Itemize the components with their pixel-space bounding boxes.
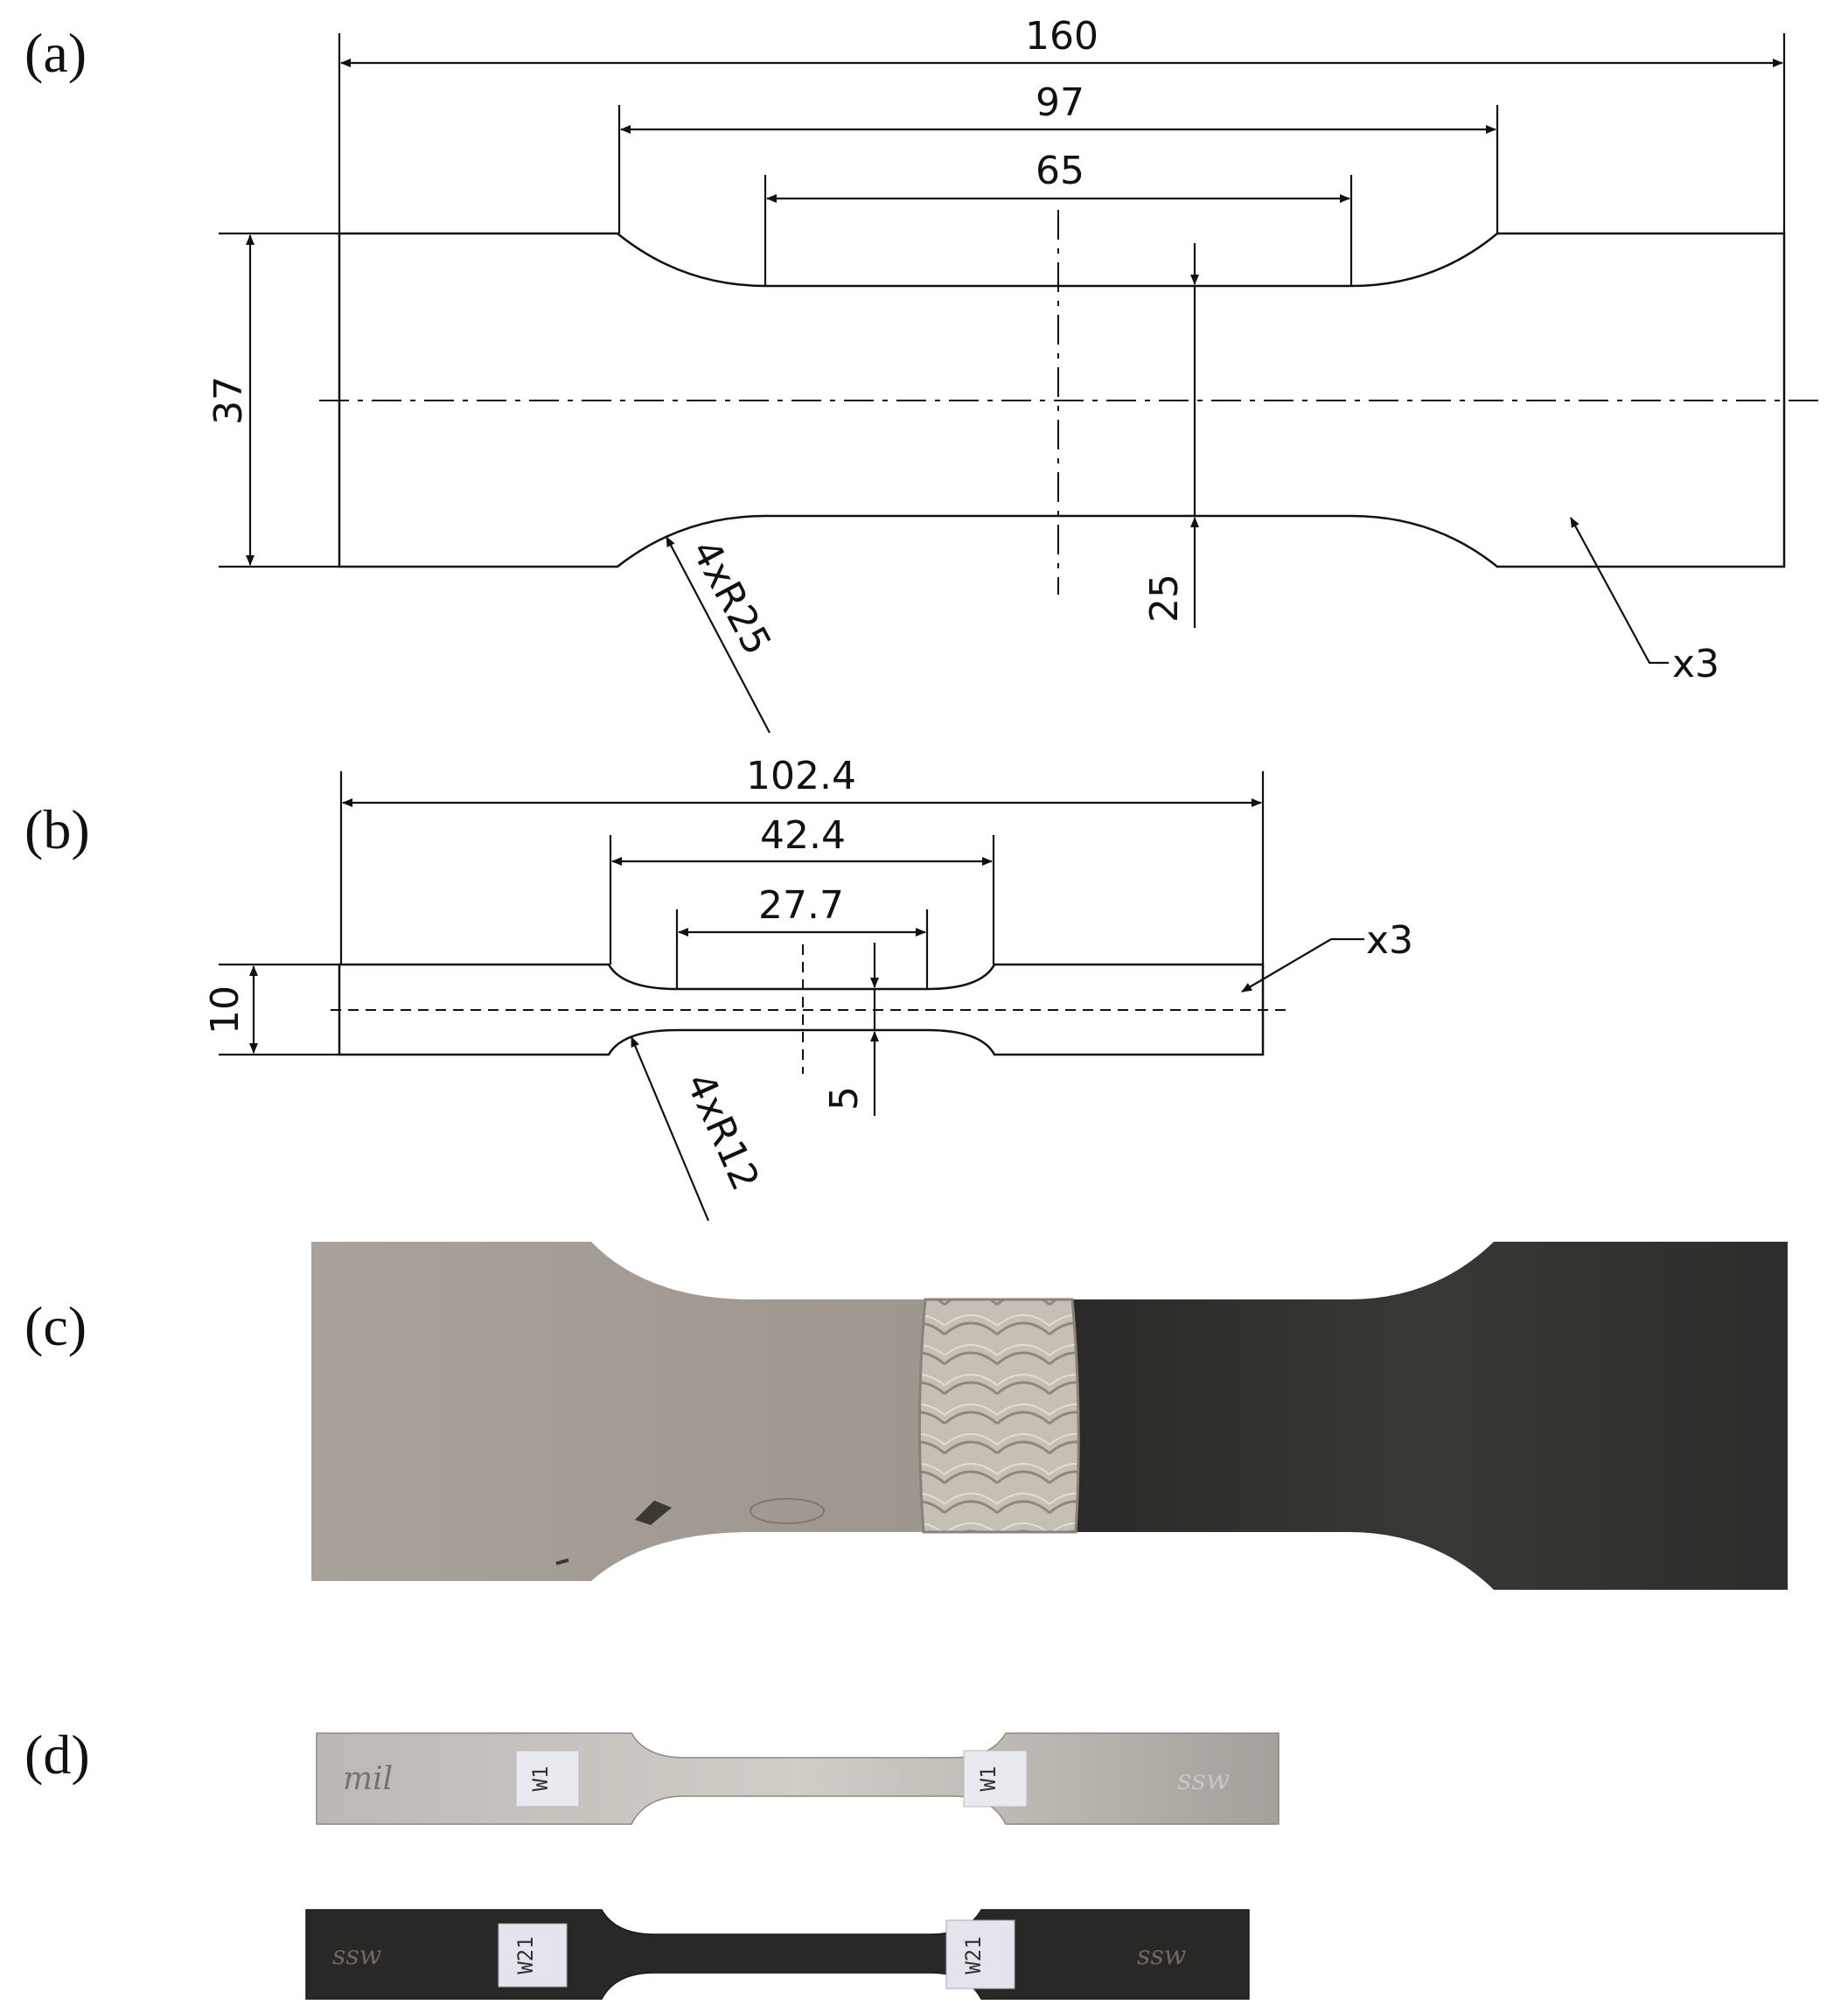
specimen-2-mark-left: ssw (332, 1940, 382, 1971)
weld-bead (917, 1298, 1080, 1534)
dimension-gauge-length-b: 27.7 (758, 883, 844, 928)
leader-radius-b (630, 1036, 710, 1222)
panel-label-c: (c) (24, 1295, 87, 1357)
dimension-grip-width-b: 10 (203, 986, 248, 1034)
specimen-outline-a (338, 232, 1786, 568)
dimension-grip-width-a: 37 (206, 376, 251, 425)
panel-label-b: (b) (24, 798, 90, 860)
specimen-2-mark-right: ssw (1137, 1940, 1187, 1971)
specimen-1-body (316, 1732, 1280, 1825)
dimension-total-length-b: 102.4 (746, 754, 856, 798)
leader-thickness-a (1570, 517, 1669, 665)
leader-radius-a (666, 536, 771, 734)
thickness-note-b: x3 (1366, 918, 1413, 963)
panel-label-d: (d) (24, 1724, 90, 1786)
surface-mark (555, 1558, 569, 1565)
dimension-total-length-a: 160 (1025, 14, 1098, 59)
photo-small-specimen-2: W21 W21 ssw ssw (305, 1909, 1250, 2000)
specimen-1-mark-right: ssw (1177, 1763, 1230, 1796)
photo-small-specimen-1: W1 W1 mil ssw (316, 1732, 1280, 1825)
surface-mark (635, 1501, 672, 1525)
photo-welded-specimen (311, 1242, 1788, 1590)
leader-thickness-b (1241, 937, 1364, 993)
specimen-2-tag-left-text: W21 (513, 1936, 538, 1974)
dimension-reduced-length-a: 97 (1036, 80, 1084, 125)
specimen-1-tag-right (963, 1750, 1028, 1808)
steel-half (1069, 1242, 1788, 1590)
specimen-2-body (305, 1909, 1250, 2000)
specimen-1-mark-left: mil (343, 1761, 393, 1797)
aluminium-half (311, 1242, 1081, 1581)
specimen-1-tag-right-text: W1 (976, 1766, 1001, 1792)
radius-note-a: 4xR25 (682, 533, 779, 662)
specimen-2-tag-right (945, 1919, 1015, 1989)
specimen-2-tag-right-text: W21 (961, 1936, 986, 1974)
thickness-note-a: x3 (1672, 642, 1719, 686)
specimen-2-tag-left (498, 1923, 568, 1988)
dimension-reduced-length-b: 42.4 (760, 813, 846, 858)
specimen-1-tag-left (515, 1750, 580, 1808)
specimen-outline-b (338, 963, 1265, 1056)
dimension-gauge-width-a: 25 (1142, 574, 1187, 623)
dimension-gauge-width-b: 5 (822, 1086, 867, 1111)
specimen-1-tag-left-text: W1 (528, 1766, 553, 1792)
panel-label-a: (a) (24, 22, 87, 84)
dimension-gauge-length-a: 65 (1036, 149, 1084, 193)
surface-mark (750, 1498, 825, 1524)
drawing-b: 102.4 42.4 27.7 10 5 4xR12 x3 (203, 754, 1413, 1222)
drawing-a: 160 97 65 37 25 4xR25 x3 (206, 14, 1824, 734)
